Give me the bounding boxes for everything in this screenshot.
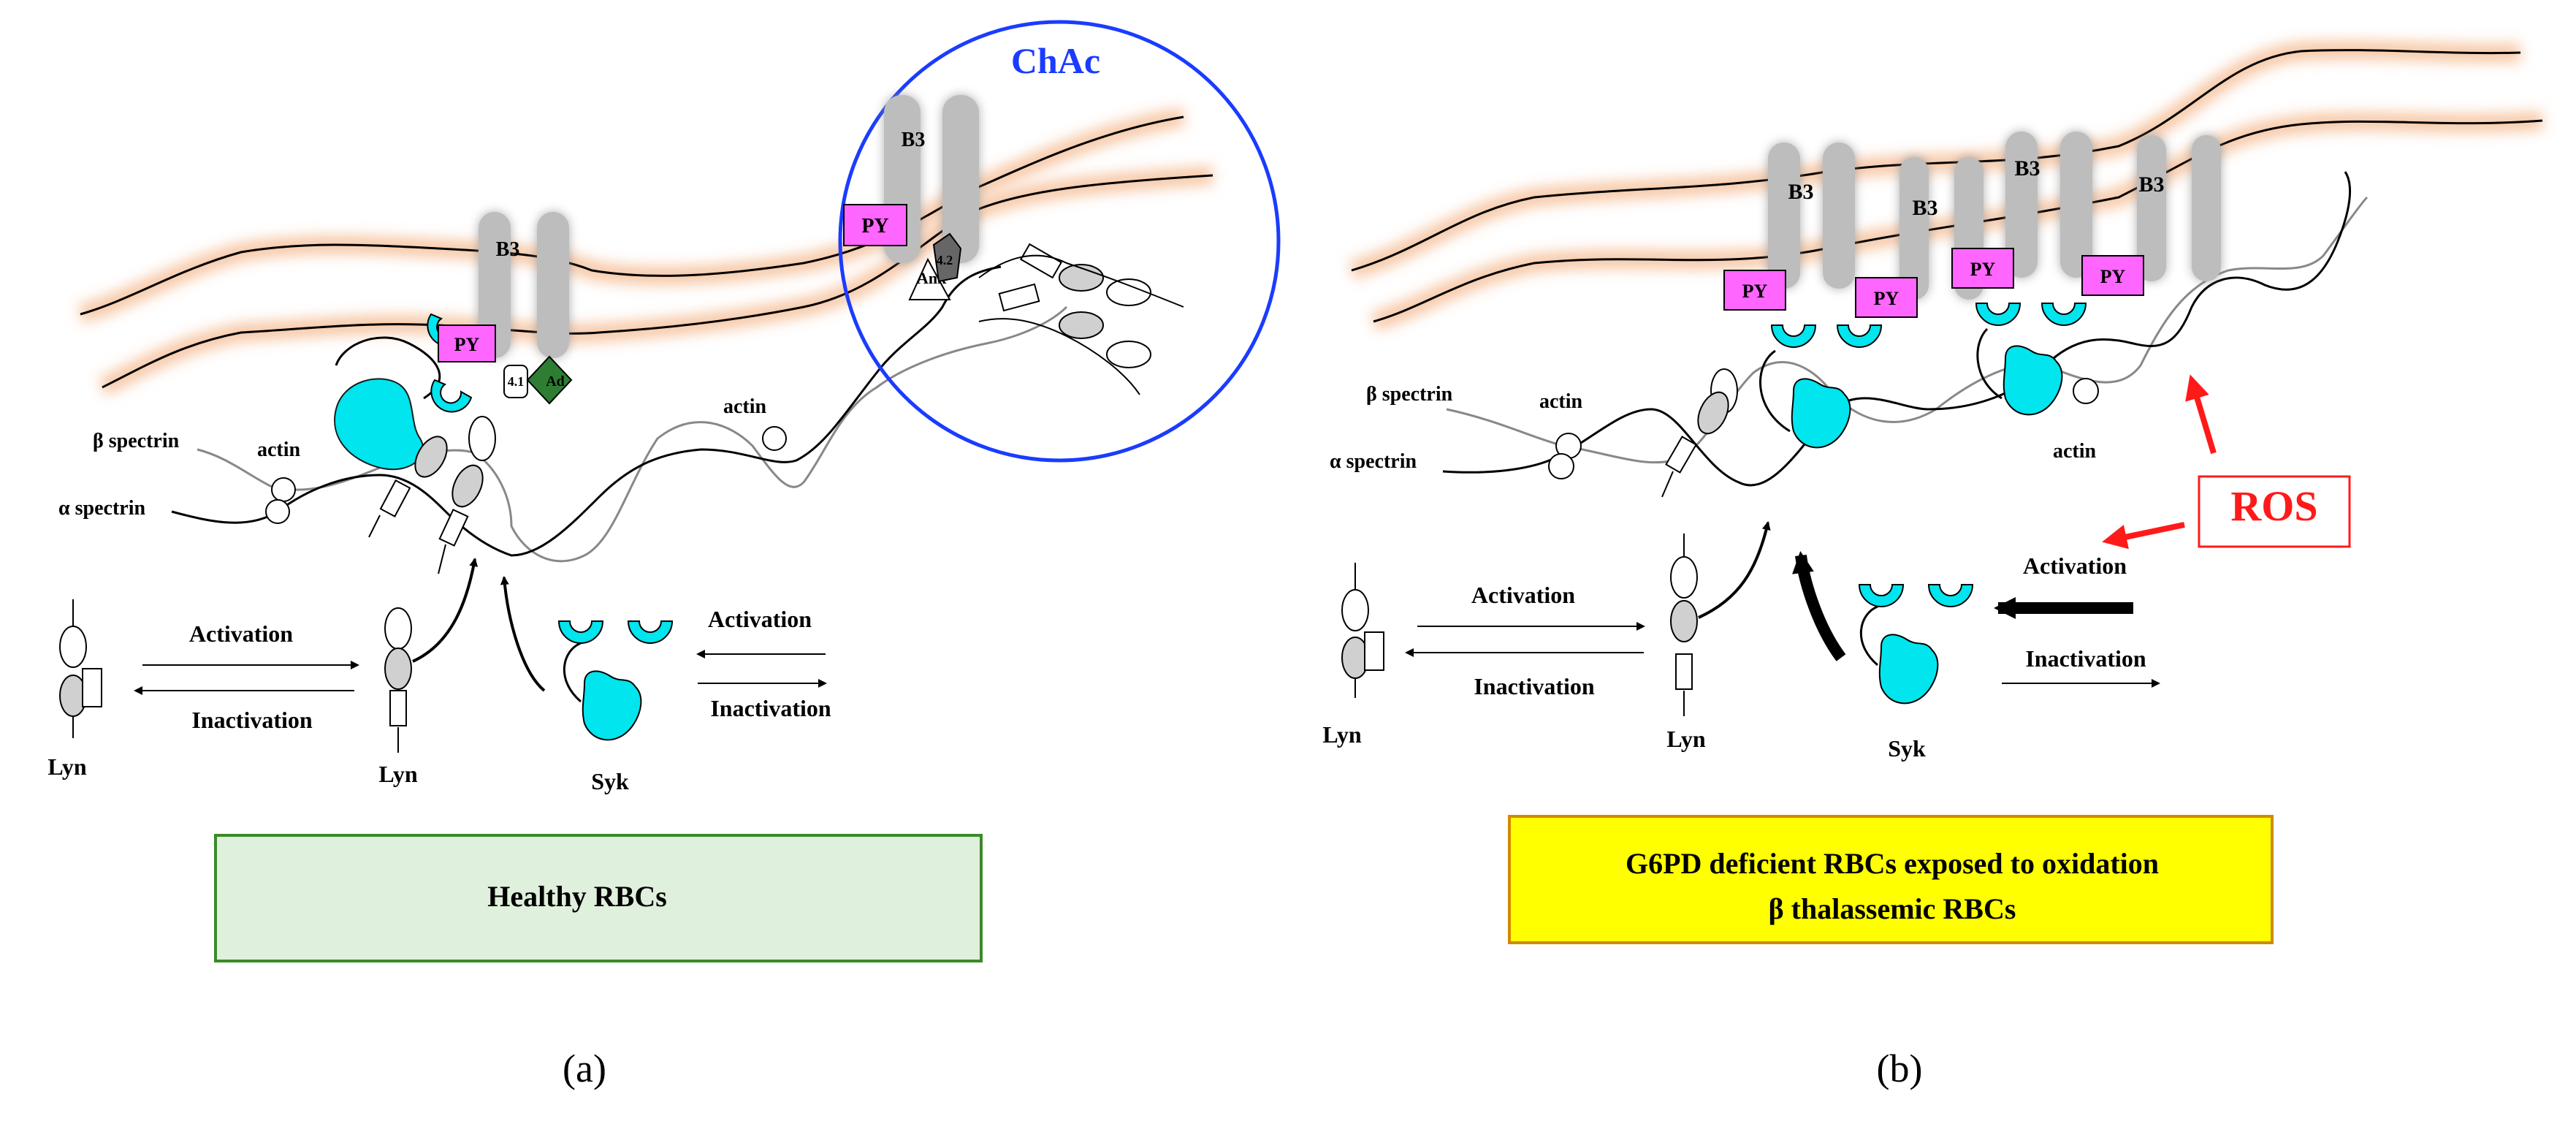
actin-circle-a3 [762, 426, 787, 451]
lyn-curve-arrow-b [1698, 521, 1771, 619]
chac-title: ChAc [1011, 40, 1100, 81]
band3-protein-a: B3 [479, 212, 569, 358]
py-label-b2: PY [1874, 288, 1899, 309]
disease-rbc-line-1: G6PD deficient RBCs exposed to oxidation [1626, 847, 2159, 880]
beta-spectrin-label-b: β spectrin [1366, 383, 1453, 406]
chac-circle [838, 20, 1281, 463]
actin-circle-a1 [271, 477, 296, 502]
beta-spectrin-filament-a [197, 305, 1068, 563]
protein-4-2-shape [932, 232, 962, 283]
panel-a: B3 PY 4.1 Ad β spectrin α spec [47, 20, 1281, 1090]
band3-label-b2: B3 [1912, 196, 1937, 220]
inactivation-label-a-right: Inactivation [710, 695, 831, 721]
lyn-label-b-right: Lyn [1666, 726, 1706, 752]
disease-rbc-line-2: β thalassemic RBCs [1769, 892, 2016, 925]
lyn-active-b [1670, 533, 1698, 716]
band3-label-b3: B3 [2014, 156, 2040, 181]
actin-circle-a2 [265, 499, 290, 524]
adducin-label-a: Ad [546, 373, 565, 390]
chac-spectrin-cluster [978, 243, 1184, 395]
lyn-inactive-a [59, 599, 102, 738]
panel-b-label: (b) [1877, 1047, 1923, 1090]
syk-label-b: Syk [1888, 735, 1926, 762]
ros-arrow-left [2102, 522, 2185, 550]
adducin-a [526, 355, 573, 405]
alpha-spectrin-label-b: α spectrin [1330, 450, 1417, 473]
membrane-lines-b [1349, 40, 2543, 331]
protein-4-1-a [503, 365, 528, 398]
ros-label: ROS [2230, 482, 2317, 530]
lyn-label-a-left: Lyn [47, 753, 87, 780]
syk-label-a: Syk [591, 768, 629, 794]
disease-rbc-box [1508, 815, 2274, 944]
syk-curve-arrow-b [1792, 551, 1846, 661]
inactivation-label-b: Inactivation [1474, 673, 1595, 699]
py-tags-b: PY PY PY PY [1723, 248, 2144, 318]
alpha-spectrin-label-a: α spectrin [58, 497, 145, 520]
syk-free-b [1858, 584, 1974, 705]
activation-label-a-right: Activation [708, 606, 812, 632]
band3-label-a: B3 [496, 238, 520, 261]
ros-arrow-up [2185, 374, 2217, 455]
lyn-attached-a [368, 416, 496, 574]
inactivation-label-a: Inactivation [191, 707, 313, 733]
py-tag-a [438, 324, 496, 362]
chac-inset: ChAc B3 PY Ank 4.2 [838, 20, 1281, 463]
py-label-b3: PY [1970, 259, 1996, 280]
protein-4-2-label: 4.2 [937, 253, 953, 267]
activation-label-b: Activation [1471, 582, 1575, 608]
actin-circle-b2 [1548, 453, 1574, 479]
alpha-spectrin-filament-b [1442, 171, 2351, 487]
healthy-rbc-box [214, 834, 983, 962]
actin-label-a1: actin [257, 438, 301, 461]
panel-b: B3 B3 B3 B3 PY PY PY PY [1322, 40, 2543, 1090]
beta-spectrin-label-a: β spectrin [93, 430, 180, 452]
protein-4-1-label-a: 4.1 [508, 374, 525, 389]
chac-py-label: PY [861, 215, 888, 238]
inactivation-label-b-right: Inactivation [2025, 645, 2146, 672]
band3-label-b4: B3 [2138, 172, 2164, 197]
py-label-b1: PY [1742, 281, 1768, 302]
chac-py-tag [843, 204, 907, 246]
lyn-label-a-right: Lyn [378, 761, 418, 787]
ros-box [2198, 475, 2351, 548]
activation-label-a: Activation [189, 620, 293, 647]
lyn-label-b-left: Lyn [1322, 721, 1362, 748]
syk-free-a [557, 620, 674, 741]
actin-circle-b3 [2073, 378, 2099, 404]
activation-label-b-right: Activation [2023, 552, 2127, 579]
py-label-b4: PY [2100, 266, 2126, 287]
syk-curve-arrow-a [500, 576, 546, 692]
lyn-active-a [384, 607, 412, 753]
panel-a-label: (a) [563, 1047, 606, 1090]
actin-label-b2: actin [2053, 440, 2097, 463]
healthy-rbc-label: Healthy RBCs [487, 880, 667, 913]
actin-label-b1: actin [1539, 390, 1583, 413]
py-label-a: PY [454, 334, 480, 355]
band3-label-b1: B3 [1788, 180, 1813, 204]
lyn-curve-arrow-a [412, 558, 479, 663]
actin-label-a2: actin [723, 395, 767, 418]
chac-band3-label: B3 [902, 129, 926, 151]
alpha-spectrin-filament-a [171, 265, 1002, 557]
lyn-attached-b [1661, 368, 1738, 498]
lyn-inactive-b [1341, 563, 1384, 698]
syk-docked-b [1770, 303, 2087, 449]
